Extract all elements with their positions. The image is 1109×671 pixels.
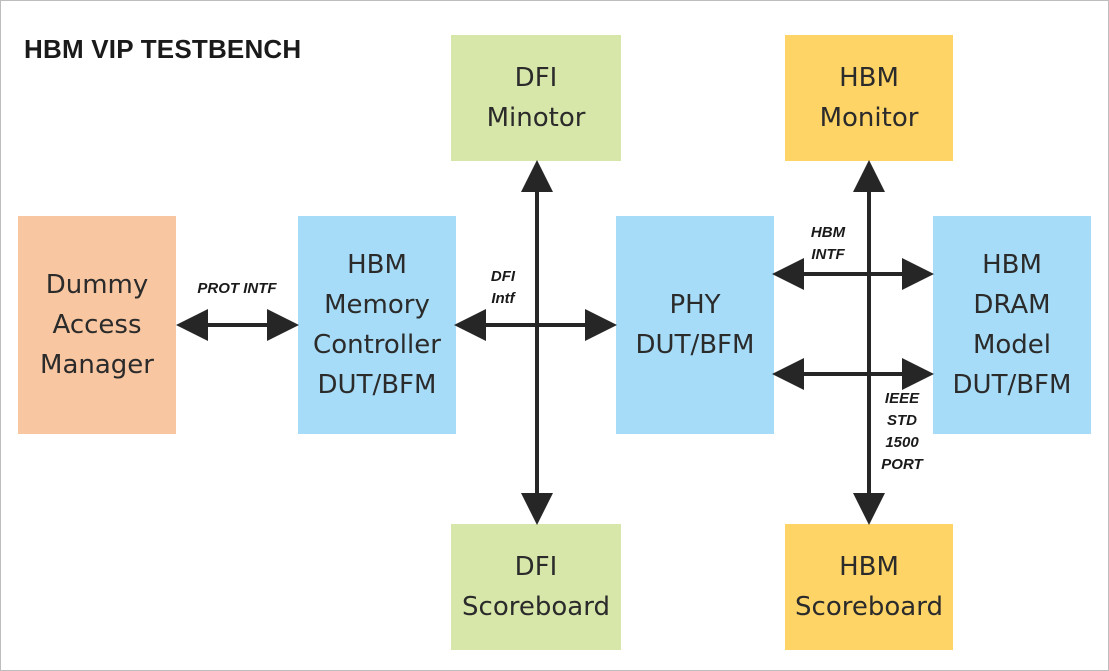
dfi-intf-label: DFI Intf xyxy=(478,266,528,310)
box-line: DUT/BFM xyxy=(635,330,755,360)
box-line: Minotor xyxy=(486,103,586,133)
box-line: DUT/BFM xyxy=(952,370,1072,400)
hbm-intf-label: HBM INTF xyxy=(800,222,856,266)
dfi-scoreboard-box: DFI Scoreboard xyxy=(451,524,621,650)
box-line: HBM xyxy=(347,250,407,280)
label-line: Intf xyxy=(491,290,515,307)
dram-model-box: HBM DRAM Model DUT/BFM xyxy=(933,216,1091,434)
label-line: PROT INTF xyxy=(197,280,277,297)
label-line: PORT xyxy=(881,456,923,473)
box-line: Controller xyxy=(313,330,441,360)
label-line: DFI xyxy=(490,268,516,285)
label-line: 1500 xyxy=(885,434,919,451)
label-line: HBM xyxy=(810,224,846,241)
box-line: HBM xyxy=(839,552,899,582)
dummy-access-manager-box: Dummy Access Manager xyxy=(18,216,176,434)
box-line: HBM xyxy=(839,63,899,93)
label-line: STD xyxy=(887,412,917,429)
box-line: Memory xyxy=(324,290,430,320)
box-line: DFI xyxy=(514,552,558,582)
box-line: DRAM xyxy=(973,290,1051,320)
ieee-port-label: IEEE STD 1500 PORT xyxy=(874,388,930,476)
box-line: Model xyxy=(972,330,1052,360)
hbm-monitor-box: HBM Monitor xyxy=(785,35,953,161)
hbm-scoreboard-box: HBM Scoreboard xyxy=(785,524,953,650)
box-line: Dummy xyxy=(45,270,149,300)
box-line: Manager xyxy=(40,350,154,380)
box-line: DUT/BFM xyxy=(317,370,437,400)
box-line: HBM xyxy=(982,250,1042,280)
box-line: Monitor xyxy=(819,103,919,133)
memory-controller-box: HBM Memory Controller DUT/BFM xyxy=(298,216,456,434)
label-line: IEEE xyxy=(884,390,920,407)
prot-intf-label: PROT INTF xyxy=(178,278,296,300)
phy-box: PHY DUT/BFM xyxy=(616,216,774,434)
label-line: INTF xyxy=(811,246,845,263)
box-line: Access xyxy=(52,310,142,340)
box-line: Scoreboard xyxy=(462,592,610,622)
box-line: DFI xyxy=(514,63,558,93)
dfi-monitor-box: DFI Minotor xyxy=(451,35,621,161)
box-line: PHY xyxy=(669,290,721,320)
box-line: Scoreboard xyxy=(795,592,943,622)
diagram-title: HBM VIP TESTBENCH xyxy=(24,34,302,64)
